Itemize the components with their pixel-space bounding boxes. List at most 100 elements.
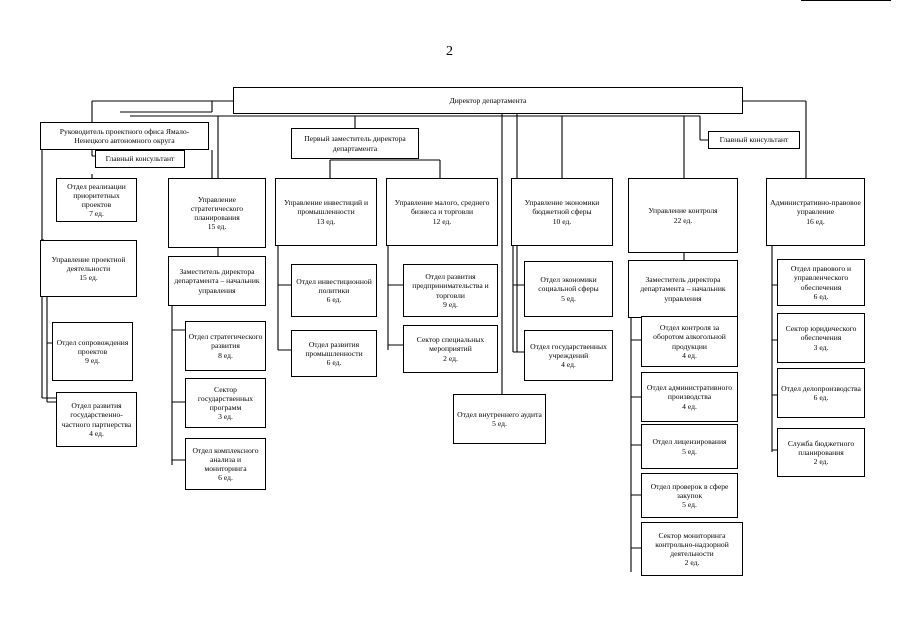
node-staff: 15 ед. (79, 273, 98, 283)
top-edge-marks (801, 0, 891, 3)
node-title: Управление инвестиций и промышленности (283, 198, 369, 217)
node-title: Главный консультант (719, 135, 789, 145)
node-title: Управление проектной деятельности (51, 254, 126, 273)
node-staff: 4 ед. (561, 360, 576, 370)
zam-strat-box: Заместитель директора департамента – нач… (168, 256, 266, 306)
ho-consult (91, 150, 95, 157)
node-title: Отдел государственных учреждений (530, 341, 607, 360)
invest-sub (277, 246, 291, 351)
first-deputy-box: Первый заместитель директора департамент… (291, 128, 419, 159)
node-title: Директор департамента (449, 95, 527, 105)
consultant-left-box: Главный консультант (95, 150, 185, 168)
otd-gosuchr-box: Отдел государственных учреждений 4 ед. (524, 330, 613, 381)
node-staff: 15 ед. (207, 222, 227, 232)
node-title: Отдел развития промышленности (305, 339, 363, 358)
node-staff: 9 ед. (443, 299, 458, 309)
ekon-sub (512, 246, 524, 353)
node-staff: 4 ед. (682, 401, 697, 411)
otd-zak-box: Отдел проверок в сфере закупок 5 ед. (641, 473, 738, 518)
node-staff: 5 ед. (561, 293, 576, 303)
node-title: Первый заместитель директора департамент… (304, 134, 406, 153)
node-title: Отдел правового и управленческого обеспе… (790, 264, 852, 292)
upr-adm-box: Административно-правовое управление 16 е… (766, 178, 865, 246)
node-title: Отдел лицензирования (652, 437, 727, 447)
otd-predpr-box: Отдел развития предпринимательства и тор… (403, 264, 498, 317)
upr-strat-box: Управление стратегического планирования … (168, 178, 266, 248)
node-staff: 6 ед. (813, 291, 829, 301)
node-title: Отдел комплексного анализа и мониторинга (192, 445, 259, 474)
node-title: Сектор государственных программ (197, 384, 254, 413)
node-staff: 5 ед. (492, 419, 507, 428)
sek-gosprog-box: Сектор государственных программ 3 ед. (185, 378, 266, 428)
node-staff: 6 ед. (326, 295, 342, 305)
node-staff: 6 ед. (813, 393, 829, 402)
otd-delo-box: Отдел делопроизводства 6 ед. (777, 368, 865, 418)
adm-sub (771, 246, 777, 452)
sl-budget-box: Служба бюджетного планирования 2 ед. (777, 428, 865, 477)
otd-kompl-box: Отдел комплексного анализа и мониторинга… (185, 438, 266, 490)
node-title: Заместитель директора департамента – нач… (640, 275, 726, 303)
node-title: Отдел проверок в сфере закупок (650, 481, 729, 500)
upr-kontrol-box: Управление контроля 22 ед. (628, 178, 738, 253)
node-title: Сектор специальных мероприятий (416, 335, 485, 354)
node-staff: 6 ед. (218, 473, 233, 483)
node-staff: 5 ед. (682, 500, 697, 510)
node-title: Отдел развития предпринимательства и тор… (412, 272, 489, 300)
director-box: Директор департамента (233, 87, 743, 114)
node-title: Отдел реализации приоритетных проектов (67, 181, 126, 210)
node-staff: 7 ед. (89, 209, 104, 219)
otd-prom-box: Отдел развития промышленности 6 ед. (291, 330, 377, 377)
upr-msb-box: Управление малого, среднего бизнеса и то… (386, 178, 498, 246)
strat-sub (171, 306, 185, 465)
upr-ekon-box: Управление экономики бюджетной сферы 10 … (511, 178, 613, 246)
node-title: Отдел сопровождения проектов (56, 337, 129, 356)
node-title: Руководитель проектного офиса Ямало-Нене… (59, 126, 190, 145)
node-staff: 10 ед. (552, 216, 572, 226)
node-staff: 4 ед. (89, 428, 104, 438)
node-title: Отдел экономики социальной сферы (538, 275, 599, 294)
otd-soprov-box: Отдел сопровождения проектов 9 ед. (52, 322, 133, 381)
node-staff: 6 ед. (326, 358, 342, 368)
node-title: Отдел стратегического развития (188, 332, 263, 351)
branch-line-1 (120, 101, 213, 113)
drop-consult (699, 116, 708, 141)
node-staff: 2 ед. (443, 353, 458, 363)
otd-strat-box: Отдел стратегического развития 8 ед. (185, 321, 266, 371)
node-staff: 12 ед. (432, 216, 452, 226)
node-staff: 13 ед. (316, 216, 336, 226)
node-staff: 2 ед. (684, 558, 700, 568)
node-staff: 3 ед. (218, 412, 233, 422)
sek-monit-box: Сектор мониторинга контрольно-надзорной … (641, 522, 743, 576)
node-title: Сектор мониторинга контрольно-надзорной … (655, 530, 729, 559)
node-staff: 2 ед. (813, 457, 829, 467)
node-title: Управление стратегического планирования (190, 194, 244, 223)
node-title: Сектор юридического обеспечения (785, 324, 857, 343)
otd-lic-box: Отдел лицензирования 5 ед. (641, 424, 738, 469)
upr-proekt-box: Управление проектной деятельности 15 ед. (40, 240, 137, 297)
head-office-box: Руководитель проектного офиса Ямало-Нене… (40, 122, 209, 150)
node-title: Административно-правовое управление (770, 198, 861, 217)
node-title: Управление малого, среднего бизнеса и то… (394, 198, 490, 217)
node-staff: 16 ед. (806, 216, 825, 226)
node-title: Главный консультант (105, 154, 175, 164)
sek-jur-box: Сектор юридического обеспечения 3 ед. (777, 313, 865, 363)
kontrol-sub (630, 318, 641, 572)
node-title: Отдел инвестиционной политики (296, 276, 372, 295)
node-title: Отдел делопроизводства (781, 383, 861, 393)
node-staff: 9 ед. (85, 356, 100, 366)
node-staff: 3 ед. (813, 342, 829, 352)
node-title: Заместитель директора департамента – нач… (174, 267, 260, 295)
node-title: Отдел развития государственно-частного п… (61, 401, 132, 429)
otd-socsf-box: Отдел экономики социальной сферы 5 ед. (524, 261, 613, 317)
node-staff: 8 ед. (218, 350, 233, 360)
node-title: Отдел административного производства (646, 383, 733, 402)
otd-gchp-box: Отдел развития государственно-частного п… (56, 392, 137, 447)
node-staff: 22 ед. (673, 215, 693, 225)
otd-prav-box: Отдел правового и управленческого обеспе… (777, 259, 865, 306)
fd-bus (329, 159, 441, 178)
node-title: Управление экономики бюджетной сферы (524, 198, 600, 217)
otd-admpr-box: Отдел административного производства 4 е… (641, 372, 738, 422)
upr-invest-box: Управление инвестиций и промышленности 1… (275, 178, 377, 246)
node-title: Отдел контроля за оборотом алкогольной п… (653, 323, 726, 351)
